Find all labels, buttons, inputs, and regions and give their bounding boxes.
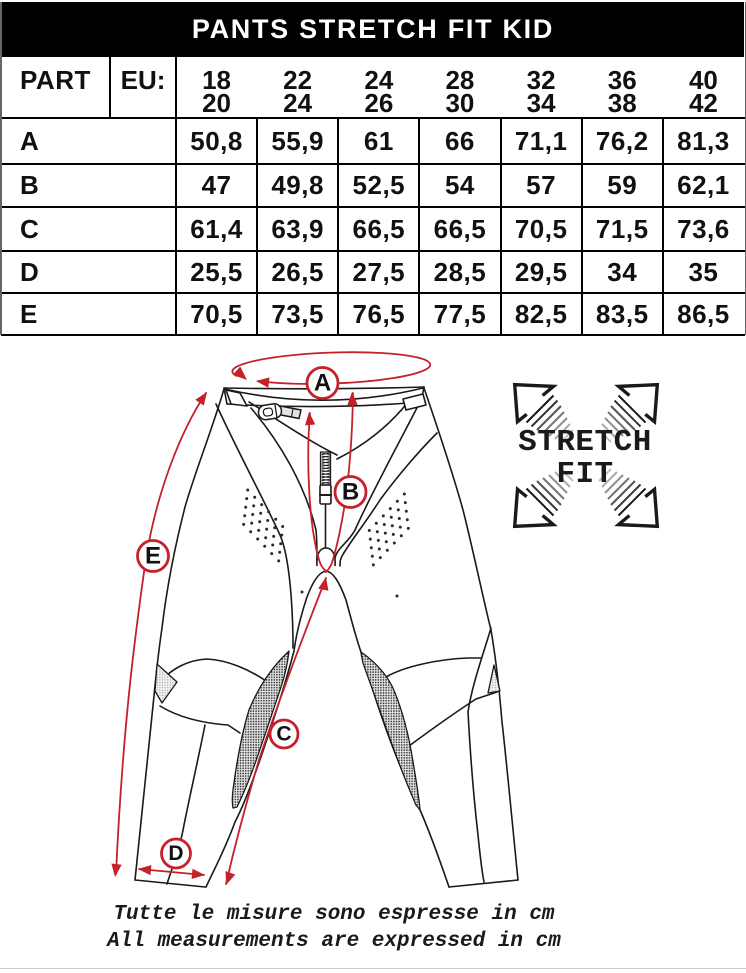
svg-text:STRETCH: STRETCH xyxy=(518,425,652,460)
svg-text:D: D xyxy=(168,842,183,865)
svg-text:E: E xyxy=(145,543,161,570)
svg-text:FIT: FIT xyxy=(556,457,613,492)
svg-text:C: C xyxy=(276,723,291,746)
svg-text:A: A xyxy=(314,370,331,397)
svg-text:B: B xyxy=(342,479,359,506)
